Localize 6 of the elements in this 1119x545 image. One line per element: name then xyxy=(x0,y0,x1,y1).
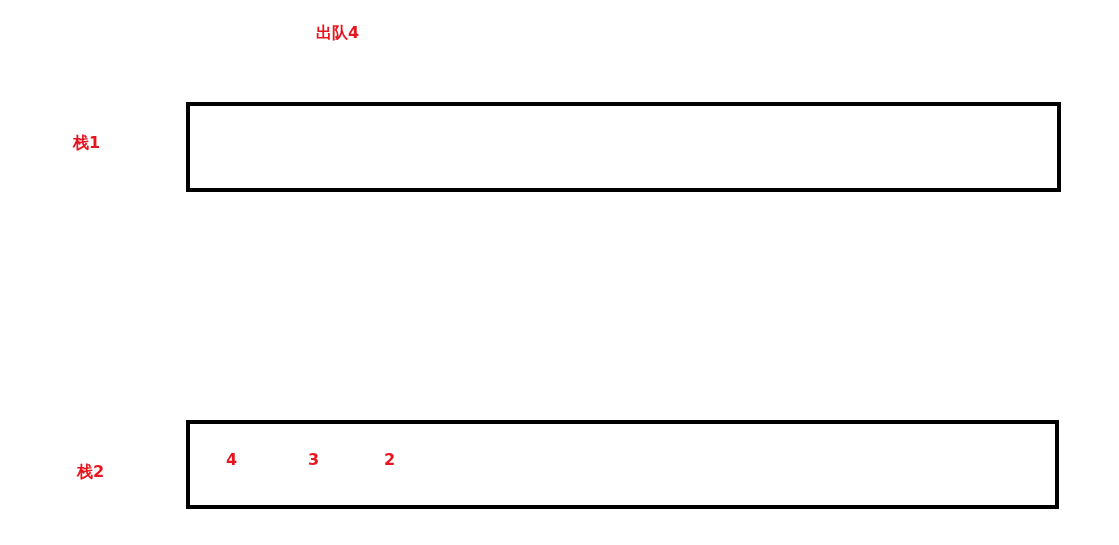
stack-item: 2 xyxy=(384,450,396,470)
operation-label: 出队4 xyxy=(316,23,360,43)
stack-item: 3 xyxy=(308,450,320,470)
operation-label: 栈2 xyxy=(77,462,105,482)
stack-item: 4 xyxy=(226,450,238,470)
operation-label: 栈1 xyxy=(73,133,101,153)
